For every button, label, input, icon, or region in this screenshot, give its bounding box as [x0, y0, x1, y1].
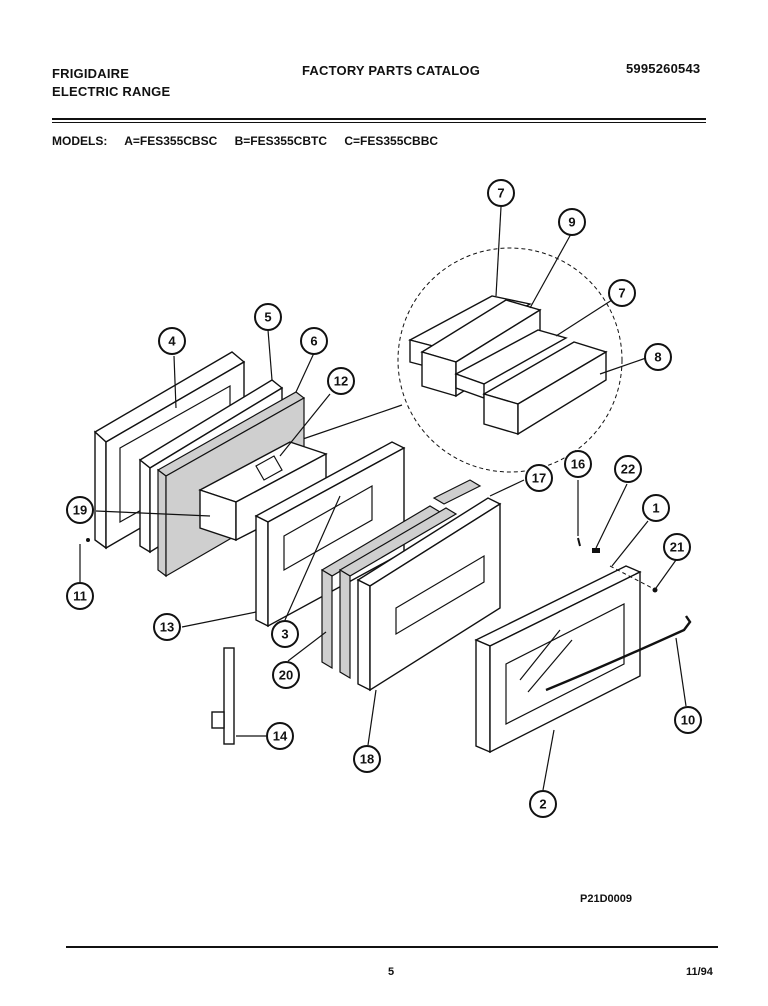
svg-text:22: 22	[621, 462, 635, 477]
detail-channel-8	[482, 341, 608, 436]
part-20-insulation-stack	[320, 505, 458, 680]
svg-text:7: 7	[618, 286, 625, 301]
svg-text:4: 4	[168, 334, 176, 349]
header-rule	[52, 118, 706, 120]
callout-9: 9	[558, 208, 586, 236]
svg-text:12: 12	[334, 374, 348, 389]
callout-14: 14	[266, 722, 294, 750]
svg-text:16: 16	[571, 457, 585, 472]
callout-18: 18	[353, 745, 381, 773]
svg-text:2: 2	[539, 797, 546, 812]
brand-name: FRIGIDAIRE	[52, 66, 130, 81]
svg-text:17: 17	[532, 471, 546, 486]
callout-8: 8	[644, 343, 672, 371]
part-18-door-front	[356, 479, 502, 692]
svg-text:5: 5	[264, 310, 271, 325]
callout-3: 3	[271, 620, 299, 648]
model-c: C=FES355CBBC	[344, 134, 439, 148]
callout-10: 10	[674, 706, 702, 734]
svg-text:18: 18	[360, 752, 374, 767]
callout-6: 6	[300, 327, 328, 355]
header-rule-thin	[52, 122, 706, 123]
svg-text:10: 10	[681, 713, 695, 728]
svg-text:14: 14	[273, 729, 288, 744]
svg-text:1: 1	[652, 501, 659, 516]
callout-22: 22	[614, 455, 642, 483]
callout-12: 12	[327, 367, 355, 395]
callout-20: 20	[272, 661, 300, 689]
catalog-number: 5995260543	[626, 61, 701, 76]
model-a: A=FES355CBSC	[124, 134, 218, 148]
page-number: 5	[388, 966, 395, 978]
callout-11: 11	[66, 582, 94, 610]
callout-2: 2	[529, 790, 557, 818]
model-b: B=FES355CBTC	[234, 134, 327, 148]
svg-text:19: 19	[73, 503, 87, 518]
models-label: MODELS:	[52, 134, 108, 148]
detail-leader	[299, 404, 403, 441]
callout-13: 13	[153, 613, 181, 641]
callout-21: 21	[663, 533, 691, 561]
svg-text:13: 13	[160, 620, 174, 635]
models-line: MODELS: A=FES355CBSC B=FES355CBTC C=FES3…	[52, 134, 452, 148]
callout-1: 1	[642, 494, 670, 522]
catalog-title: FACTORY PARTS CATALOG	[302, 63, 481, 78]
detail-circle	[397, 247, 623, 473]
screws	[577, 537, 658, 593]
callout-16: 16	[564, 450, 592, 478]
callout-19: 19	[66, 496, 94, 524]
svg-text:21: 21	[670, 540, 684, 555]
part-2-glass-door	[474, 565, 642, 754]
svg-text:7: 7	[497, 186, 504, 201]
svg-text:9: 9	[568, 215, 575, 230]
callout-7-top: 7	[487, 179, 515, 207]
callout-4: 4	[158, 327, 186, 355]
svg-text:11: 11	[73, 589, 87, 604]
svg-text:8: 8	[654, 350, 661, 365]
leader-lines	[79, 206, 687, 791]
callout-17: 17	[525, 464, 553, 492]
callout-5: 5	[254, 303, 282, 331]
footer-date: 11/94	[686, 966, 713, 978]
svg-text:20: 20	[279, 668, 293, 683]
callout-7-right: 7	[608, 279, 636, 307]
svg-text:6: 6	[310, 334, 317, 349]
footer-rule	[66, 946, 718, 948]
svg-text:3: 3	[281, 627, 288, 642]
part-10-handle	[545, 615, 692, 692]
product-name: ELECTRIC RANGE	[52, 84, 171, 99]
part-14-hinge	[211, 647, 235, 745]
drawing-id: P21D0009	[580, 893, 632, 905]
